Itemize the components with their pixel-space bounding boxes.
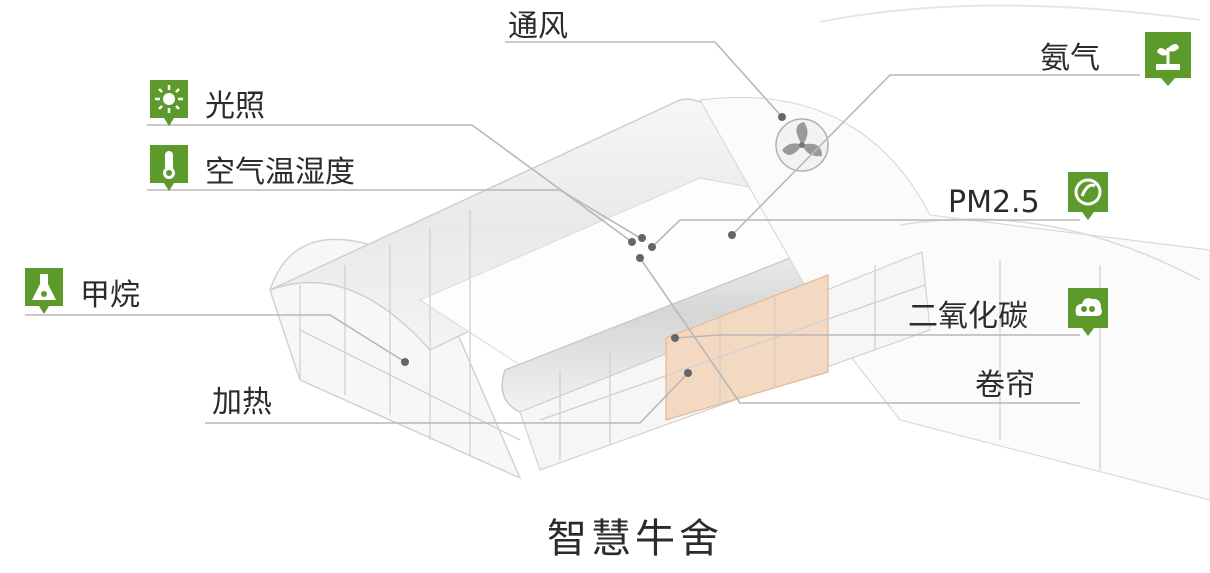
thermometer-icon — [150, 145, 188, 191]
label-ventilation: 通风 — [508, 9, 568, 44]
label-ammonia: 氨气 — [1040, 41, 1100, 76]
label-curtain: 卷帘 — [975, 368, 1035, 403]
label-heating: 加热 — [212, 385, 272, 420]
gas-flask-icon — [25, 268, 63, 314]
co2-cloud-icon — [1068, 288, 1108, 336]
pm25-icon — [1068, 172, 1108, 220]
label-air-temp-humidity: 空气温湿度 — [205, 155, 355, 190]
fan-icon — [775, 118, 829, 172]
leader-lines — [25, 41, 1140, 424]
label-methane: 甲烷 — [80, 278, 140, 313]
barn-illustration — [269, 4, 1210, 501]
diagram-title: 智慧牛舍 — [547, 516, 723, 562]
sun-icon — [150, 80, 188, 126]
label-light: 光照 — [205, 89, 265, 124]
plant-icon — [1145, 32, 1191, 86]
label-co2: 二氧化碳 — [908, 299, 1028, 334]
label-pm25: PM2.5 — [948, 185, 1040, 220]
sensor-dots — [401, 113, 786, 377]
